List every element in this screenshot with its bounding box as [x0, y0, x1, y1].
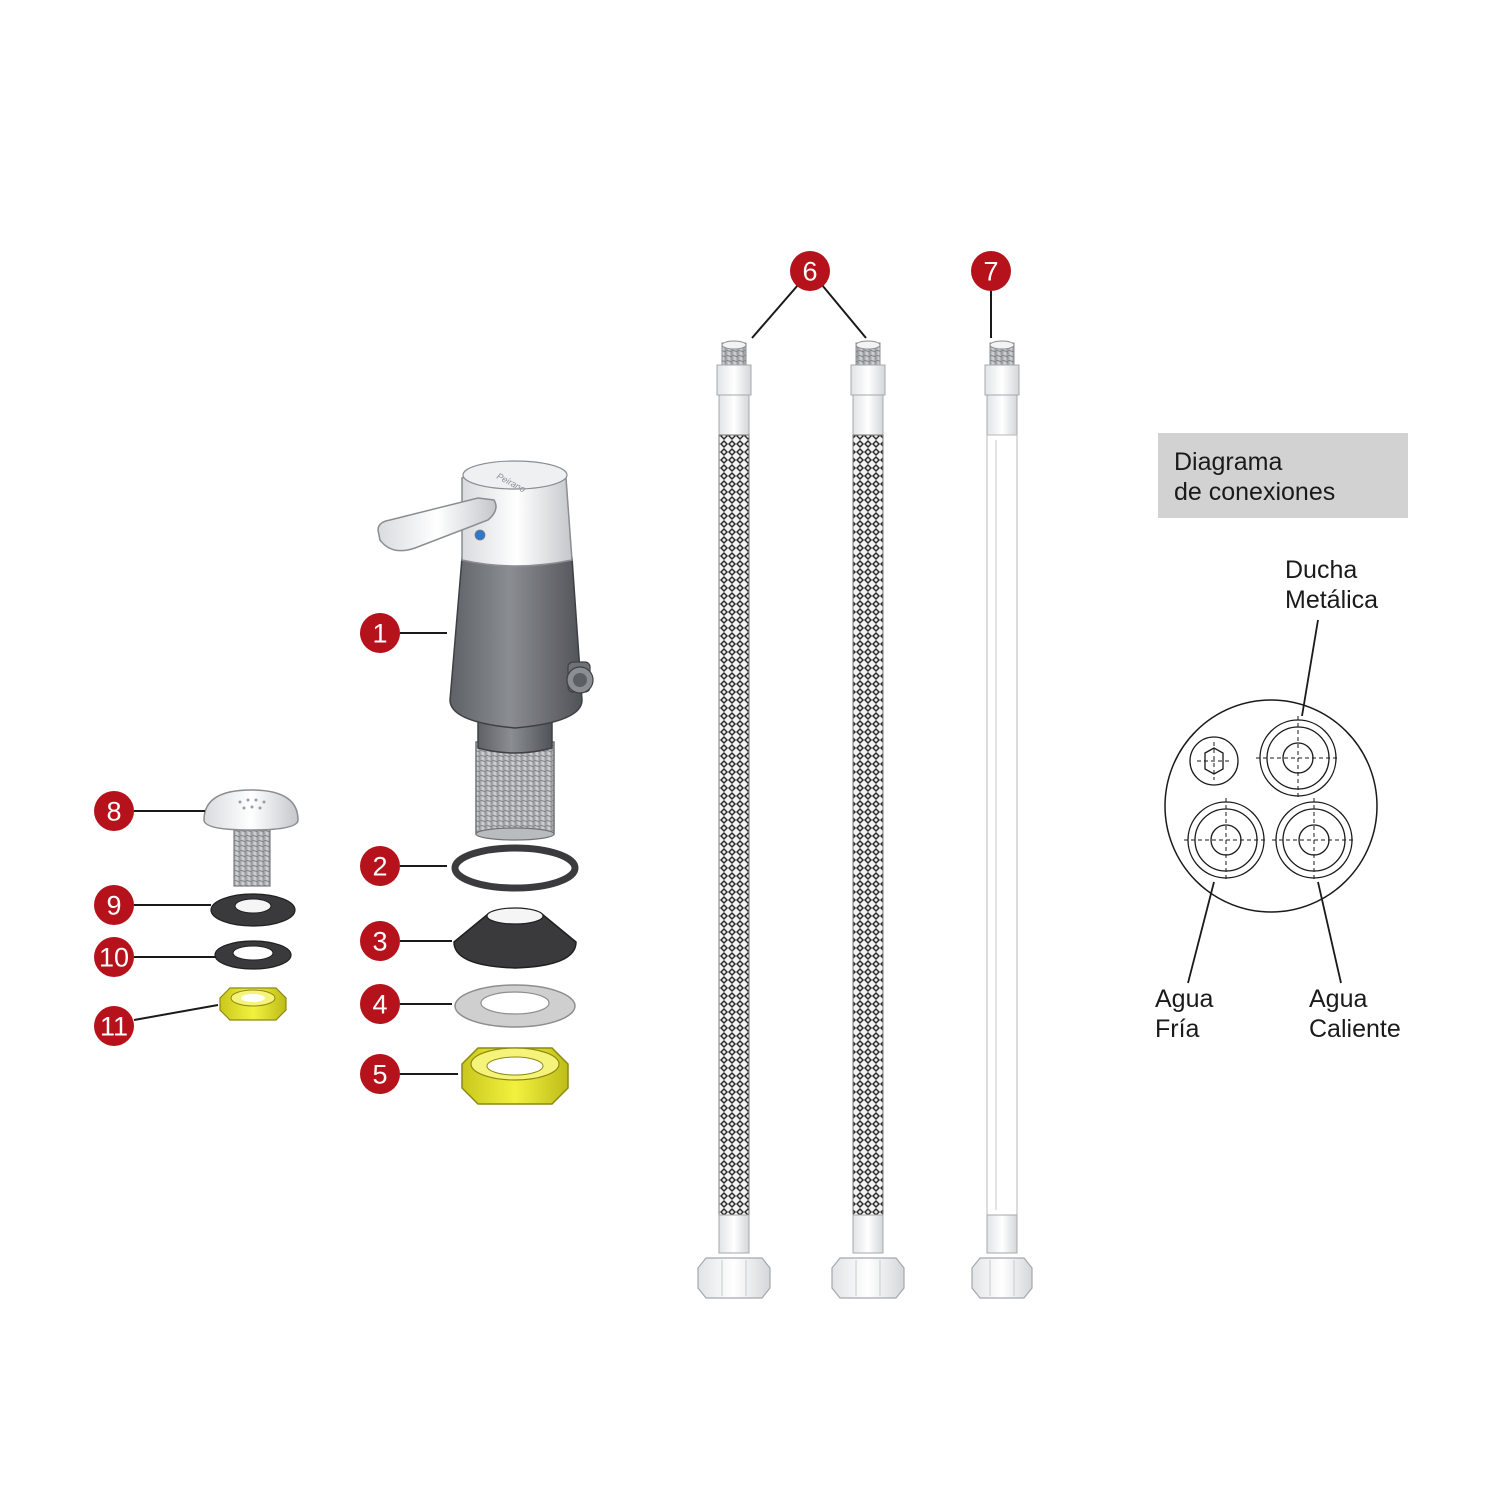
callout-1: 1: [360, 613, 400, 653]
callout-circle: [94, 885, 134, 925]
shower-outlet-icon: [1256, 716, 1340, 800]
diagram-title-line2: de conexiones: [1174, 478, 1335, 506]
callout-circle: [360, 846, 400, 886]
hoses: [697, 340, 1033, 1299]
callout-number: 4: [372, 990, 387, 1020]
label-cold-line2: Fría: [1155, 1015, 1200, 1043]
leader-lines: [133, 284, 992, 1075]
callout-9: 9: [94, 885, 134, 925]
hex-nut-small: [219, 987, 287, 1021]
hot-water-outlet-icon: [1272, 798, 1356, 882]
plain-hose: [971, 340, 1033, 1299]
base-plate-outline: [1164, 699, 1378, 913]
callout-number: 9: [106, 891, 121, 921]
conical-gasket: [453, 907, 577, 969]
callout-4: 4: [360, 984, 400, 1024]
callout-number: 5: [372, 1060, 387, 1090]
callout-5: 5: [360, 1054, 400, 1094]
callout-number: 11: [100, 1012, 128, 1042]
callout-3: 3: [360, 921, 400, 961]
diagram-title-line1: Diagrama: [1174, 448, 1282, 476]
callout-number: 8: [106, 797, 121, 827]
callout-circle: [971, 251, 1011, 291]
callout-number: 10: [99, 943, 129, 973]
label-hot-line2: Caliente: [1309, 1015, 1401, 1043]
callout-10: 10: [94, 937, 134, 977]
braided-hose-left: [697, 340, 771, 1299]
callout-number: 7: [983, 257, 998, 287]
callout-circle: [790, 251, 830, 291]
callout-2: 2: [360, 846, 400, 886]
label-shower-line1: Ducha: [1285, 556, 1357, 584]
callout-circle: [94, 937, 134, 977]
mounting-screw-icon: [1189, 736, 1239, 786]
cold-water-outlet-icon: [1184, 798, 1268, 882]
callout-6: 6: [790, 251, 830, 291]
label-cold-line1: Agua: [1155, 985, 1213, 1013]
o-ring: [451, 844, 579, 892]
callout-number: 2: [372, 852, 387, 882]
callout-circle: [360, 1054, 400, 1094]
diagram-title-box: [1158, 433, 1408, 518]
flat-washer-small: [214, 940, 292, 970]
callout-circle: [360, 613, 400, 653]
callout-circle: [360, 921, 400, 961]
shower-head: [203, 789, 299, 887]
label-shower-line2: Metálica: [1285, 586, 1378, 614]
mixer-body: Peirano: [377, 460, 594, 841]
conical-gasket-small: [210, 893, 296, 927]
callout-7: 7: [971, 251, 1011, 291]
flat-washer: [454, 984, 576, 1028]
callout-number: 3: [372, 927, 387, 957]
label-hot-line1: Agua: [1309, 985, 1367, 1013]
callout-11: 11: [94, 1006, 134, 1046]
braided-hose-right: [831, 340, 905, 1299]
callout-circle: [360, 984, 400, 1024]
connection-diagram: Diagrama de conexiones: [1155, 433, 1408, 1043]
callout-8: 8: [94, 791, 134, 831]
callouts: 1 2 3 4 5 6 7 8 9 10 11: [94, 251, 1011, 1094]
callout-number: 6: [802, 257, 817, 287]
callout-number: 1: [372, 619, 387, 649]
callout-circle: [94, 791, 134, 831]
hex-nut: [461, 1047, 569, 1105]
callout-circle: [94, 1006, 134, 1046]
